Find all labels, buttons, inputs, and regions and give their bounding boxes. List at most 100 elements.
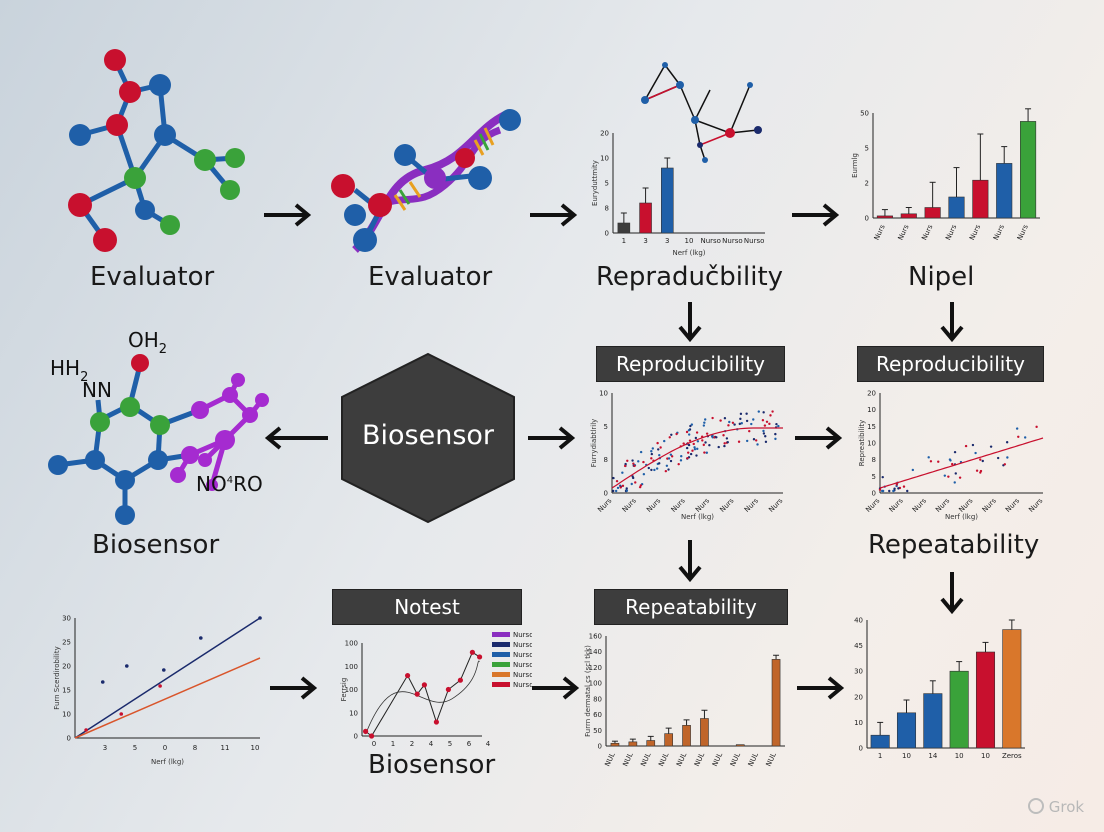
bar xyxy=(610,742,620,747)
arrow-right-icon xyxy=(270,676,318,700)
x-tick-label: 10 xyxy=(955,752,964,760)
watermark: Grok xyxy=(1028,798,1084,816)
bar xyxy=(700,718,709,747)
data-point xyxy=(642,473,646,476)
y-tick-label: 8 xyxy=(872,456,876,464)
data-point xyxy=(696,447,699,451)
y-tick-label: 15 xyxy=(62,687,71,695)
data-point xyxy=(162,668,166,672)
data-point xyxy=(713,436,716,439)
x-tick-label: 1 xyxy=(391,740,395,748)
data-point xyxy=(702,443,705,447)
data-point xyxy=(740,422,743,425)
data-point xyxy=(739,417,742,421)
y-tick-label: 50 xyxy=(860,110,869,118)
bar xyxy=(682,725,691,747)
x-axis-label: Nerf (lkg) xyxy=(151,758,184,766)
bar xyxy=(870,734,890,749)
y-tick-label: 0 xyxy=(859,745,863,753)
legend-label: Nurso xyxy=(513,681,532,689)
hexagon-label: Biosensor xyxy=(361,420,495,451)
data-point xyxy=(659,446,662,449)
x-tick-label: Nurs xyxy=(767,497,784,514)
series-line xyxy=(74,617,261,739)
data-point xyxy=(1023,436,1027,439)
data-point xyxy=(895,483,899,486)
bar xyxy=(1020,121,1037,219)
data-point xyxy=(929,460,933,463)
x-tick-label: Nurs xyxy=(645,497,662,514)
data-point xyxy=(675,432,678,436)
x-tick-label: Nurs xyxy=(1004,497,1021,514)
data-point xyxy=(693,448,697,451)
data-point xyxy=(631,459,634,462)
dna-molecule xyxy=(331,109,521,253)
data-point xyxy=(892,489,895,493)
data-point xyxy=(953,481,956,484)
y-tick-label: 45 xyxy=(854,642,863,650)
data-point xyxy=(777,424,780,428)
bar xyxy=(735,744,745,747)
box-repeatability-mid: Repeatability xyxy=(594,589,788,625)
data-point xyxy=(639,450,643,454)
y-tick-label: 2 xyxy=(865,180,869,188)
data-point xyxy=(733,423,736,426)
data-point xyxy=(650,457,653,460)
y-tick-label: 5 xyxy=(605,180,609,188)
box-notest: Notest xyxy=(332,589,522,625)
bar xyxy=(972,179,989,219)
legend-label: Nurso xyxy=(513,661,532,669)
y-tick-label: 160 xyxy=(589,633,602,641)
x-axis-label: Nerf (lkg) xyxy=(681,513,714,521)
box-reproducibility-mid: Reproducibility xyxy=(596,346,785,382)
x-tick-label: Nurs xyxy=(873,223,887,241)
y-tick-label: 0 xyxy=(872,490,876,498)
bar xyxy=(876,215,893,219)
y-tick-label: 5 xyxy=(872,473,876,481)
bar xyxy=(924,207,941,219)
y-tick-label: 100 xyxy=(345,663,358,671)
data-point xyxy=(768,422,771,426)
data-point xyxy=(974,451,977,455)
y-tick-label: 80 xyxy=(593,695,602,703)
data-point xyxy=(650,450,653,453)
data-point xyxy=(748,429,751,433)
bar xyxy=(996,163,1013,219)
data-point xyxy=(679,459,683,462)
data-point xyxy=(761,419,765,422)
y-tick-label: 0 xyxy=(67,735,71,743)
bar xyxy=(646,740,656,747)
label-biosensor-bottom: Biosensor xyxy=(368,750,496,780)
y-tick-label: 10 xyxy=(62,711,71,719)
data-point xyxy=(421,682,427,688)
x-tick-label: Nurso xyxy=(722,237,742,245)
legend-swatch xyxy=(492,682,510,687)
data-point xyxy=(667,468,670,471)
x-tick-label: Nurs xyxy=(864,497,881,514)
x-tick-label: Nurs xyxy=(743,497,760,514)
legend-swatch xyxy=(492,672,510,677)
molecule-biosensor: OH2 HH2 NN NO4RO xyxy=(48,328,269,525)
legend-label: Nurso xyxy=(513,641,532,649)
y-tick-label: 20 xyxy=(854,693,863,701)
legend-swatch xyxy=(492,652,510,657)
data-point xyxy=(979,458,982,461)
arrow-down-icon xyxy=(678,540,702,582)
data-point xyxy=(726,440,729,444)
mol-no: NO xyxy=(196,472,227,496)
data-point xyxy=(691,449,694,452)
data-point xyxy=(756,443,759,446)
y-tick-label: 0 xyxy=(605,230,609,238)
data-point xyxy=(954,472,957,475)
data-point xyxy=(626,459,629,462)
x-tick-label: Nurs xyxy=(596,497,613,514)
data-point xyxy=(711,416,714,420)
data-point xyxy=(696,440,700,443)
legend-swatch xyxy=(492,662,510,667)
x-tick-label: 11 xyxy=(221,744,230,752)
data-point xyxy=(996,456,1000,460)
data-point xyxy=(611,489,615,493)
